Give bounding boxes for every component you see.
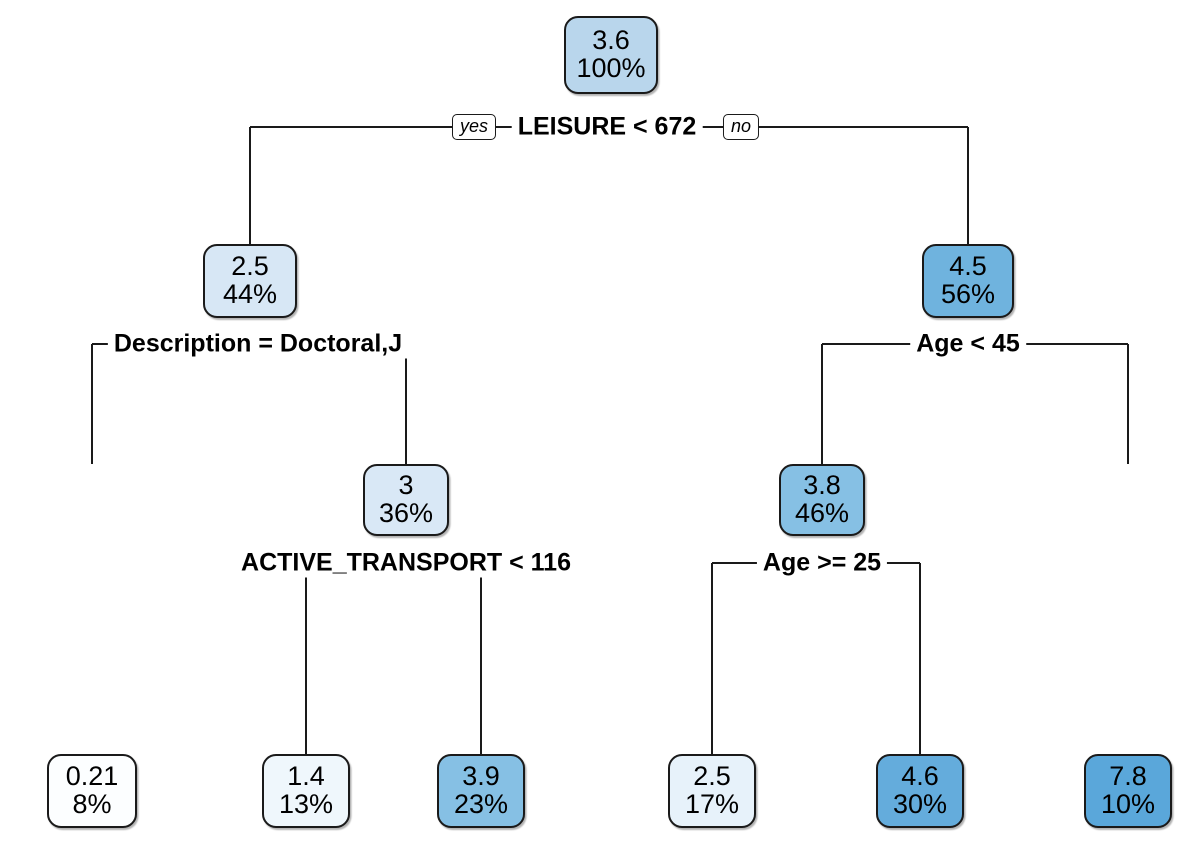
node-percentage: 46% xyxy=(794,498,850,528)
node-value: 3.9 xyxy=(462,761,500,792)
node-value: 4.6 xyxy=(901,761,939,792)
split-label-s4: ACTIVE_TRANSPORT < 116 xyxy=(235,548,577,578)
node-percentage: 8% xyxy=(72,789,112,819)
branch-label-no: no xyxy=(722,114,760,140)
node-value: 3 xyxy=(398,470,414,501)
node-value: 0.21 xyxy=(65,761,119,792)
node-value: 2.5 xyxy=(231,251,269,282)
node-percentage: 44% xyxy=(222,279,278,309)
node-percentage: 36% xyxy=(378,498,434,528)
node-percentage: 10% xyxy=(1100,789,1156,819)
node-value: 1.4 xyxy=(287,761,325,792)
node-percentage: 30% xyxy=(892,789,948,819)
node-value: 7.8 xyxy=(1109,761,1147,792)
split-label-s3: Age < 45 xyxy=(910,329,1026,359)
split-label-s1: LEISURE < 672 xyxy=(511,112,703,142)
node-percentage: 56% xyxy=(940,279,996,309)
branch-label-yes: yes xyxy=(451,114,497,140)
node-percentage: 13% xyxy=(278,789,334,819)
node-value: 2.5 xyxy=(693,761,731,792)
node-value: 3.6 xyxy=(592,25,630,56)
node-percentage: 100% xyxy=(576,53,646,83)
split-label-s5: Age >= 25 xyxy=(756,548,888,578)
node-percentage: 17% xyxy=(684,789,740,819)
node-value: 3.8 xyxy=(803,470,841,501)
node-percentage: 23% xyxy=(453,789,509,819)
split-label-s2: Description = Doctoral,J xyxy=(107,329,409,359)
node-value: 4.5 xyxy=(949,251,987,282)
